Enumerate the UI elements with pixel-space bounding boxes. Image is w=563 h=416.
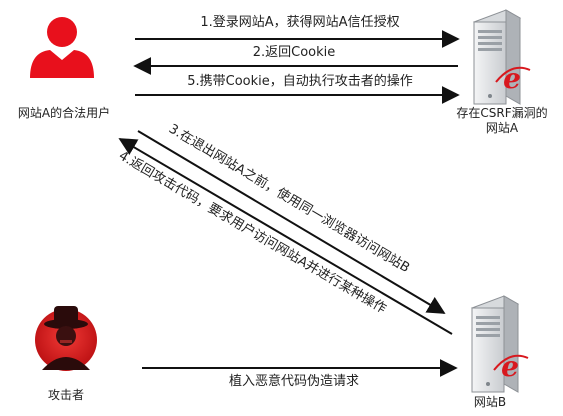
server-b-icon — [470, 295, 520, 393]
browser-e-icon: e — [495, 62, 531, 95]
site-a-label-line2: 网站A — [485, 121, 519, 135]
arrow-step3 — [137, 130, 446, 314]
server-a-icon — [472, 9, 522, 105]
step2-label: 2.返回Cookie — [253, 45, 336, 60]
browser-e-icon: e — [493, 350, 529, 383]
inject-label: 植入恶意代码伪造请求 — [229, 373, 359, 389]
site-b-label: 网站B — [473, 395, 507, 409]
attacker-label: 攻击者 — [47, 388, 84, 402]
site-a-label-line1: 存在CSRF漏洞的 — [456, 106, 548, 120]
user-label: 网站A的合法用户 — [17, 106, 111, 120]
attacker-icon — [35, 306, 97, 371]
arrow-step4 — [118, 138, 453, 335]
step1-label: 1.登录网站A，获得网站A信任授权 — [200, 14, 399, 30]
user-icon — [30, 17, 94, 78]
step5-label: 5.携带Cookie，自动执行攻击者的操作 — [187, 73, 413, 89]
